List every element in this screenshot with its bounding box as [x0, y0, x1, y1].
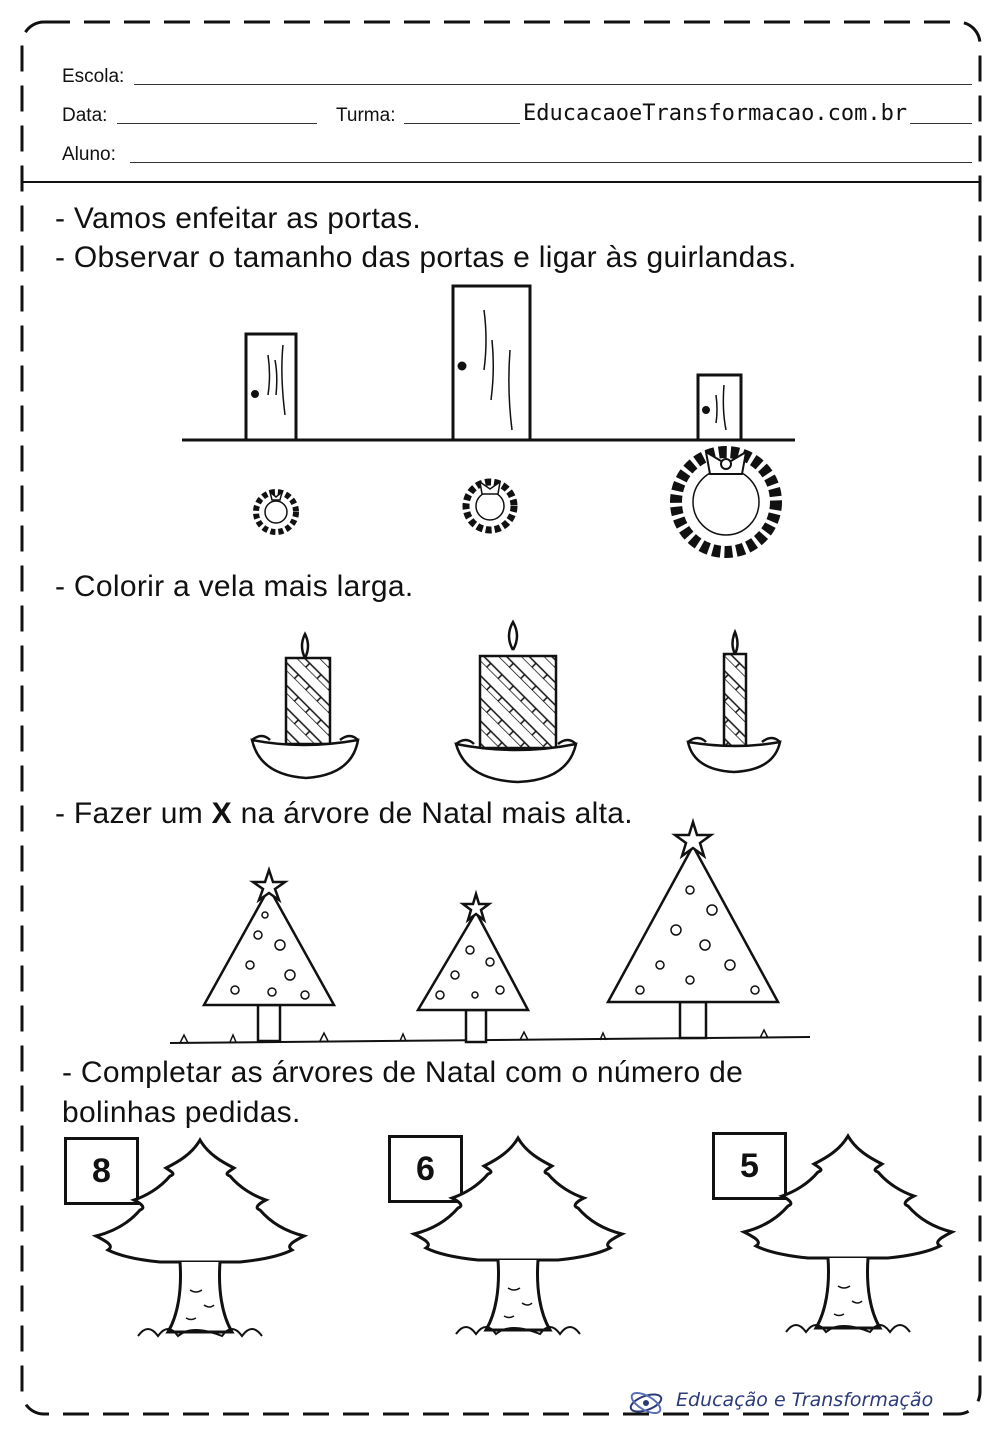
blank-tree-3	[742, 1134, 954, 1334]
instruction-candles: - Colorir a vela mais larga.	[55, 570, 414, 603]
instruction-tallest-prefix: - Fazer um	[55, 797, 212, 830]
decorated-tree-tall	[605, 817, 781, 1040]
instruction-complete-1: - Completar as árvores de Natal com o nú…	[62, 1056, 744, 1089]
decorated-tree-medium	[201, 866, 337, 1043]
instruction-tallest-tree: - Fazer um X na árvore de Natal mais alt…	[55, 797, 633, 831]
candle-medium	[250, 631, 360, 780]
instruction-doors-2: - Observar o tamanho das portas e ligar …	[55, 241, 797, 274]
instruction-tallest-suffix: na árvore de Natal mais alta.	[231, 797, 633, 830]
count-box-5: 5	[712, 1132, 787, 1200]
brand-logo-icon	[629, 1391, 663, 1415]
wreath-large	[670, 446, 782, 558]
door-tall	[451, 284, 532, 442]
count-box-8: 8	[64, 1137, 139, 1205]
blank-tree-2	[412, 1136, 624, 1336]
school-field[interactable]	[134, 84, 972, 85]
footer-brand-text: Educação e Transformação	[676, 1389, 934, 1411]
door-medium	[244, 332, 298, 442]
date-field[interactable]	[117, 123, 317, 124]
school-label: Escola:	[62, 66, 125, 87]
student-label: Aluno:	[62, 144, 116, 165]
blank-tree-1	[94, 1138, 306, 1338]
instruction-complete-2: bolinhas pedidas.	[62, 1096, 301, 1129]
wreath-medium	[462, 478, 518, 534]
decorated-tree-short	[415, 889, 531, 1044]
candle-wide	[454, 619, 578, 784]
student-field[interactable]	[130, 162, 972, 163]
wreath-small	[253, 489, 299, 535]
count-box-6: 6	[388, 1135, 463, 1203]
door-short	[696, 373, 743, 442]
class-label: Turma:	[336, 105, 396, 126]
instruction-tallest-x: X	[211, 797, 232, 830]
candle-thin	[686, 628, 782, 774]
site-url-text: EducacaoeTransformacao.com.br	[520, 101, 911, 126]
instruction-doors-1: - Vamos enfeitar as portas.	[55, 202, 422, 235]
date-label: Data:	[62, 105, 108, 126]
